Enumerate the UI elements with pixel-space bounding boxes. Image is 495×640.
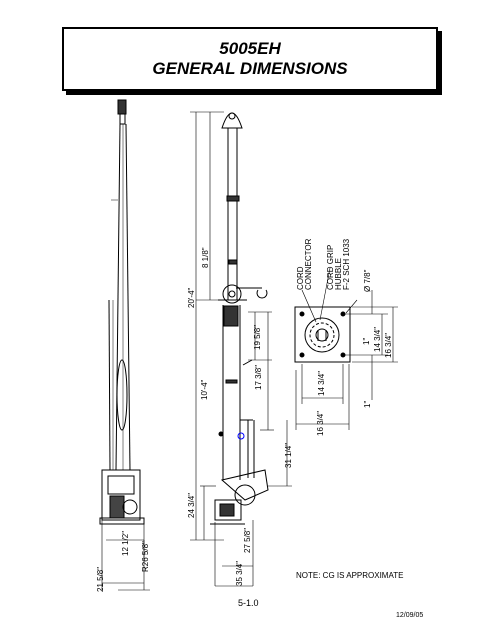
dim-plate-1-a: 1" (363, 401, 372, 408)
title-model: 5005EH (219, 39, 281, 58)
callout-cord-grip-line1: CORD GRIP (326, 245, 335, 290)
dim-27-5-8: 27 5/8" (243, 528, 252, 553)
dim-plate-14-3-4-a: 14 3/4" (317, 371, 326, 396)
dim-8-1-8: 8 1/8" (201, 247, 210, 268)
dim-20-4: 20'-4" (187, 287, 196, 308)
dim-21-5-8: 21 5/8" (96, 567, 105, 592)
dim-17-3-8: 17 3/8" (254, 365, 263, 390)
cg-note: NOTE: CG IS APPROXIMATE (296, 571, 404, 580)
front-view-crane (210, 112, 269, 525)
base-plate-view (294, 306, 351, 363)
title-subtitle: GENERAL DIMENSIONS (152, 59, 348, 78)
dim-12-1-2: 12 1/2" (121, 531, 130, 556)
dim-r26-5-8: R26 5/8" (141, 541, 150, 572)
dim-19-5-8: 19 5/8" (253, 325, 262, 350)
page-number: 5-1.0 (238, 598, 259, 608)
side-view-dimensions (101, 470, 150, 591)
revision-date: 12/09/05 (396, 612, 424, 619)
dim-24-3-4: 24 3/4" (187, 493, 196, 518)
callout-cord-connector-line2: CONNECTOR (304, 238, 313, 290)
dim-plate-14-3-4-b: 14 3/4" (373, 327, 382, 352)
dim-plate-16-3-4-a: 16 3/4" (316, 411, 325, 436)
callout-cord-connector-line1: CORD (296, 266, 305, 290)
dim-hole-diameter: Ø 7/8" (363, 269, 372, 292)
dim-31-1-4: 31 1/4" (284, 443, 293, 468)
front-view-dimensions (190, 111, 292, 587)
dim-35-3-4: 35 3/4" (235, 561, 244, 586)
callout-cord-grip-line3: F-2 SCH 1033 (342, 238, 351, 290)
callout-cord-grip-line2: HUBBLE (334, 258, 343, 290)
side-view-crane (99, 99, 145, 525)
dim-10-4: 10'-4" (200, 379, 209, 400)
base-plate-dimensions (295, 267, 398, 430)
dim-plate-16-3-4-b: 16 3/4" (384, 333, 393, 358)
dim-plate-1-b: 1" (362, 338, 371, 345)
title-block: 5005EH GENERAL DIMENSIONS (62, 27, 438, 91)
